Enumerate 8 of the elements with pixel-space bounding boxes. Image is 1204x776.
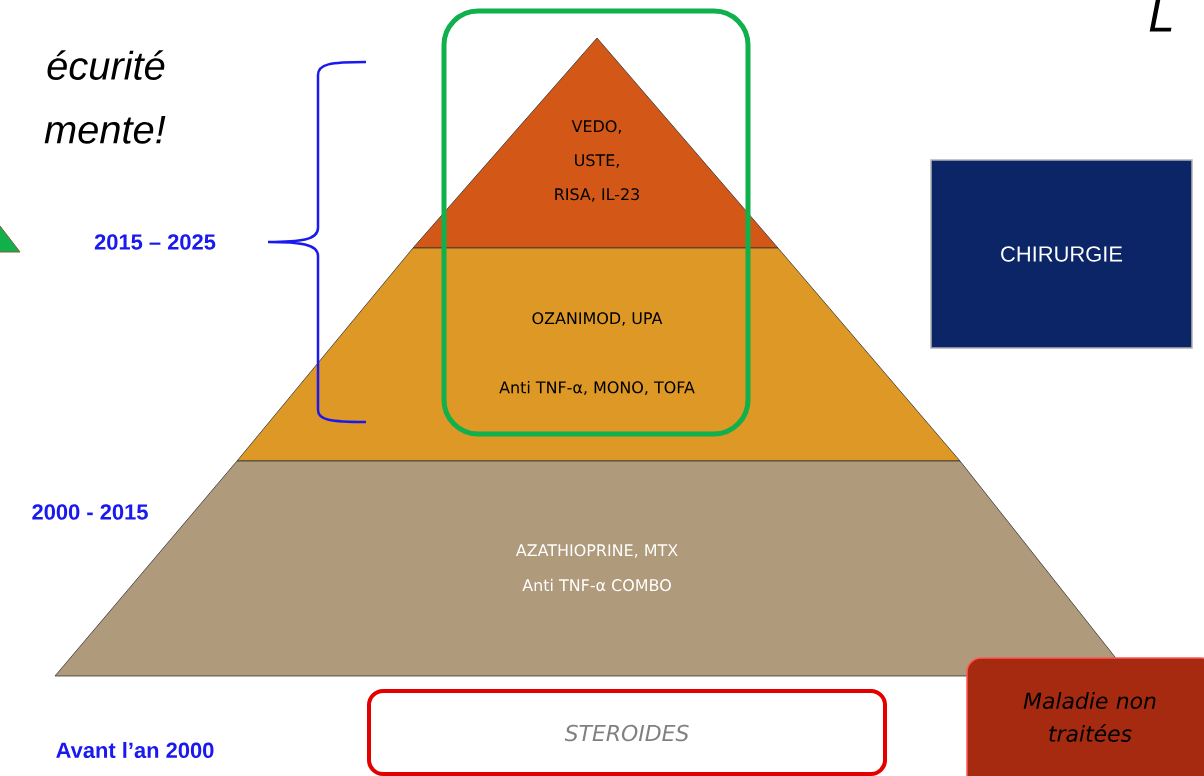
disease-box: Maladie non traitées — [966, 657, 1204, 776]
chirurgie-box: CHIRURGIE — [930, 159, 1193, 349]
steroids-box: STEROIDES — [367, 689, 887, 776]
pyramid-top-layer: VEDO, USTE, RISA, IL-23 — [412, 37, 779, 249]
pyramid-middle-layer: OZANIMOD, UPA Anti TNF-α, MONO, TOFA — [236, 247, 961, 462]
year-label: Avant l’an 2000 — [56, 741, 214, 759]
heading-text: écurité mente! — [44, 50, 166, 144]
year-label: 2015 – 2025 — [94, 234, 216, 250]
